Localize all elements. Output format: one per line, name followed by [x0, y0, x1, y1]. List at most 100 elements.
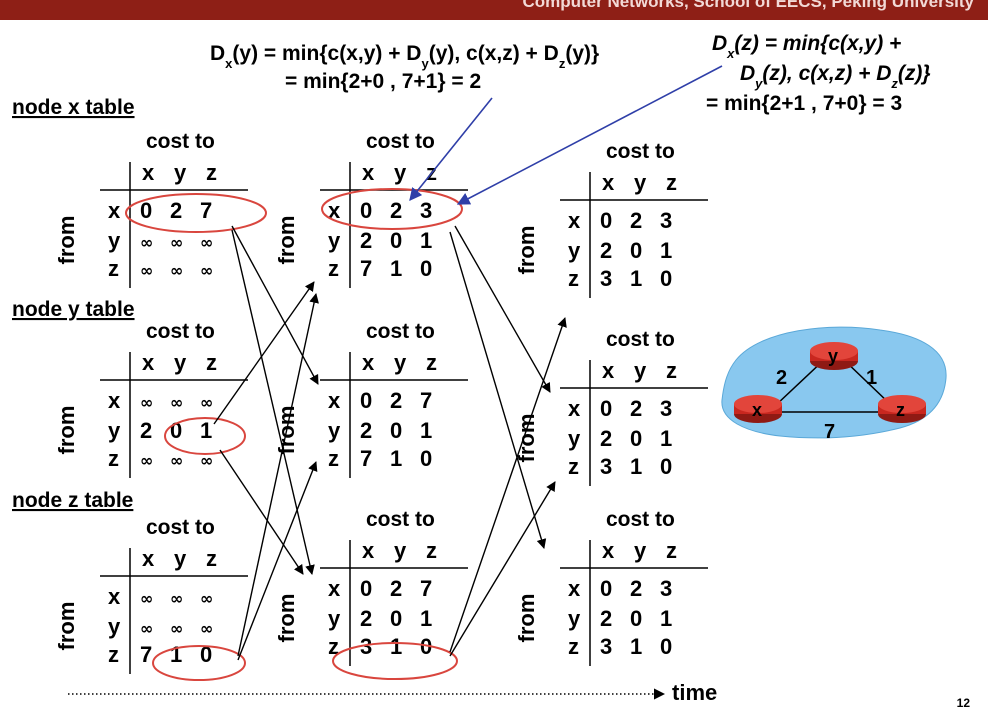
cell-z-x: 3 — [360, 634, 372, 659]
from-label: from — [514, 594, 539, 643]
cell-y-z: 1 — [660, 606, 672, 631]
row-header-z: z — [108, 642, 119, 667]
formula-left-line2: = min{2+0 , 7+1} = 2 — [285, 70, 481, 93]
node-z-table-label: node z table — [12, 489, 133, 512]
col-header-y: y — [174, 546, 187, 571]
cell-z-x: ∞ — [140, 261, 153, 280]
from-label: from — [514, 226, 539, 275]
node-y-table-label: node y table — [12, 298, 135, 321]
col-header-x: x — [602, 538, 615, 563]
cell-y-z: ∞ — [200, 233, 213, 252]
cell-z-y: 1 — [630, 634, 642, 659]
col-header-y: y — [394, 350, 407, 375]
row-header-z: z — [108, 446, 119, 471]
formula-right-line3: = min{2+1 , 7+0} = 3 — [706, 92, 902, 115]
cell-y-x: 2 — [600, 238, 612, 263]
col-header-y: y — [634, 170, 647, 195]
cell-x-y: 2 — [630, 208, 642, 233]
row-header-x: x — [108, 198, 121, 223]
cell-z-x: ∞ — [140, 451, 153, 470]
cell-x-x: 0 — [360, 198, 372, 223]
cell-z-x: 3 — [600, 454, 612, 479]
cell-y-y: 0 — [630, 238, 642, 263]
cell-z-y: 1 — [390, 446, 402, 471]
row-header-x: x — [568, 576, 581, 601]
cell-x-x: 0 — [600, 396, 612, 421]
highlight-circle-y-initial — [164, 417, 246, 455]
row-header-x: x — [328, 198, 341, 223]
cost-to-label: cost to — [146, 130, 215, 153]
row-header-x: x — [568, 208, 581, 233]
page-number: 12 — [956, 696, 970, 710]
row-header-y: y — [108, 228, 121, 253]
row-header-z: z — [108, 256, 119, 281]
row-header-y: y — [108, 614, 121, 639]
row-header-x: x — [108, 388, 121, 413]
cell-x-y: 2 — [390, 198, 402, 223]
cost-to-label: cost to — [606, 508, 675, 531]
router-x-icon: x — [734, 395, 782, 423]
cell-x-x: 0 — [360, 388, 372, 413]
cell-z-z: 0 — [420, 256, 432, 281]
cell-y-y: 0 — [390, 418, 402, 443]
cell-z-x: 7 — [140, 642, 152, 667]
cost-to-label: cost to — [146, 320, 215, 343]
row-header-x: x — [328, 388, 341, 413]
cell-z-x: 7 — [360, 256, 372, 281]
cell-x-x: 0 — [600, 576, 612, 601]
cell-z-z: 0 — [200, 642, 212, 667]
cost-to-label: cost to — [606, 140, 675, 163]
from-label: from — [54, 406, 79, 455]
col-header-x: x — [362, 538, 375, 563]
router-y-label: y — [828, 346, 838, 366]
cell-x-x: 0 — [600, 208, 612, 233]
col-header-x: x — [142, 546, 155, 571]
cell-z-z: 0 — [660, 454, 672, 479]
cost-to-label: cost to — [606, 328, 675, 351]
network-graph: 2 1 7 y x z — [721, 326, 947, 443]
cell-z-x: 7 — [360, 446, 372, 471]
col-header-x: x — [142, 160, 155, 185]
cell-y-y: ∞ — [170, 233, 183, 252]
node-x-table-label: node x table — [12, 96, 135, 119]
cell-y-y: 0 — [390, 228, 402, 253]
col-header-z: z — [206, 350, 217, 375]
row-header-x: x — [568, 396, 581, 421]
cell-z-z: 0 — [660, 266, 672, 291]
row-header-z: z — [568, 266, 579, 291]
formula-left-line1: Dx(y) = min{c(x,y) + Dy(y), c(x,z) + Dz(… — [210, 42, 599, 71]
cell-z-z: 0 — [660, 634, 672, 659]
cell-y-y: 0 — [390, 606, 402, 631]
cell-x-x: 0 — [140, 198, 152, 223]
highlight-circle-x-initial — [125, 193, 267, 233]
cell-y-x: 2 — [600, 606, 612, 631]
col-header-y: y — [394, 538, 407, 563]
cell-x-y: 2 — [390, 388, 402, 413]
time-label: time — [672, 680, 717, 705]
highlight-circle-z-initial — [152, 645, 246, 681]
col-header-z: z — [426, 350, 437, 375]
formula-pointers — [409, 65, 723, 205]
cell-z-z: ∞ — [200, 451, 213, 470]
row-header-y: y — [108, 418, 121, 443]
cell-y-x: ∞ — [140, 619, 153, 638]
row-header-z: z — [328, 446, 339, 471]
cell-y-x: 2 — [600, 426, 612, 451]
cell-x-z: ∞ — [200, 589, 213, 608]
col-header-x: x — [142, 350, 155, 375]
cost-to-label: cost to — [366, 320, 435, 343]
row-header-z: z — [568, 454, 579, 479]
router-y-icon: y — [810, 342, 858, 370]
col-header-z: z — [426, 538, 437, 563]
router-z-icon: z — [878, 395, 926, 423]
cell-x-z: 7 — [200, 198, 212, 223]
col-header-x: x — [362, 160, 375, 185]
col-header-z: z — [206, 546, 217, 571]
cell-x-z: 3 — [660, 208, 672, 233]
header-bar: Computer Networks, School of EECS, Pekin… — [0, 0, 988, 20]
row-header-y: y — [328, 606, 341, 631]
